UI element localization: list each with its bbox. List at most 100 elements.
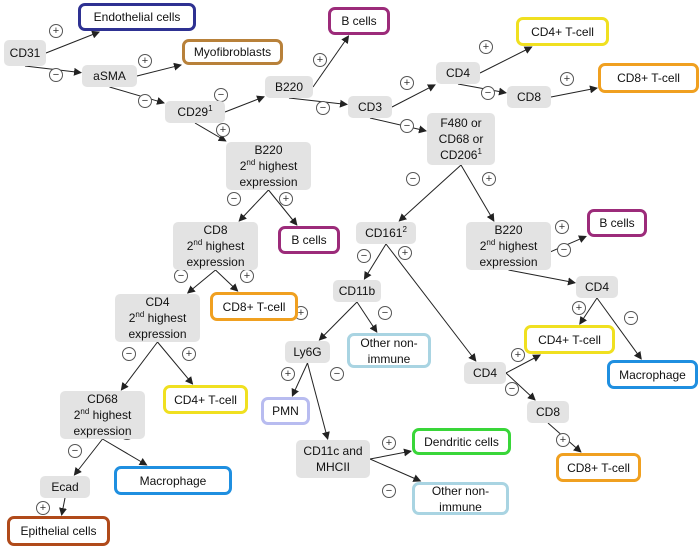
edge-ly6g-to-pmn — [291, 362, 308, 397]
node-label-line: expression — [239, 175, 298, 189]
marker-ly6g: Ly6G — [285, 341, 330, 363]
cell-type-epi: Epithelial cells — [7, 516, 110, 546]
marker-cd4a: CD4 — [436, 62, 480, 84]
node-label-line: B cells — [599, 216, 635, 230]
plus-sign-cd8c-to-cd8tcell3: + — [556, 433, 570, 447]
edge-f480-to-cd161 — [398, 164, 462, 222]
node-label-line: expression — [128, 327, 187, 341]
node-label-line: expression — [73, 424, 132, 438]
edge-cd11b-to-other1 — [356, 301, 378, 333]
node-label-line: 2nd highest — [186, 238, 245, 254]
node-label-line: B220 — [254, 143, 283, 157]
plus-sign-ecad-to-epi: + — [36, 501, 50, 515]
node-label-line: CD4 — [584, 280, 609, 294]
edge-cd4a-to-cd4tcell1 — [479, 46, 533, 74]
footnote-marker: 1 — [477, 147, 482, 156]
node-label-line: CD8+ T-cell — [222, 299, 286, 314]
plus-sign-cd4b-to-cd4tcell2: + — [182, 347, 196, 361]
minus-sign-b220a-to-cd3: − — [316, 101, 330, 115]
edge-b220b-to-cd8b — [238, 189, 269, 222]
marker-cd161: CD1612 — [356, 222, 416, 244]
node-label-line: CD4 — [145, 295, 170, 309]
node-label-line: CD11b — [338, 284, 376, 298]
edge-f480-to-b220c — [460, 164, 495, 222]
node-label-line: 2nd highest — [479, 238, 538, 254]
marker-cd4c: CD4 — [576, 276, 618, 298]
edge-asma-to-myofib — [136, 62, 182, 77]
node-label-line: F480 or — [440, 116, 482, 130]
node-label-line: CD8+ T-cell — [567, 460, 630, 475]
node-label-line: 2nd highest — [128, 310, 187, 326]
minus-sign-cd4b-to-cd68: − — [122, 347, 136, 361]
node-label-line: CD4+ T-cell — [531, 24, 594, 39]
edge-ecad-to-epi — [59, 497, 67, 516]
edge-cd4c-to-cd4tcell3 — [579, 297, 598, 325]
minus-sign-cd31-to-asma: − — [49, 68, 63, 82]
node-label-line: Other non- — [431, 483, 490, 498]
minus-sign-cd29-to-b220a: − — [214, 88, 228, 102]
footnote-marker: 1 — [208, 104, 213, 113]
node-label-line: Other non- — [360, 335, 418, 350]
plus-sign-f480-to-b220c: + — [482, 172, 496, 186]
node-label-line: 2nd highest — [73, 407, 132, 423]
edge-cd8b-to-cd8tcell2 — [215, 269, 239, 292]
node-label-line: MHCII — [316, 460, 350, 474]
minus-sign-asma-to-cd29: − — [138, 94, 152, 108]
node-label-line: B220 — [494, 223, 523, 237]
node-label-line: expression — [479, 255, 538, 269]
edge-cd29-to-b220b — [194, 122, 227, 142]
edge-cd11c-to-other2 — [369, 458, 422, 482]
marker-cd11b: CD11b — [333, 280, 381, 302]
edge-cd8b-to-cd4b — [186, 269, 216, 294]
plus-sign-cd3-to-cd4a: + — [400, 76, 414, 90]
edge-cd29-to-b220a — [224, 95, 265, 113]
cell-type-bcells1: B cells — [328, 7, 390, 35]
marker-cd8a: CD8 — [507, 86, 551, 108]
edge-cd4d-to-cd8c — [505, 372, 536, 401]
minus-sign-cd11b-to-other1: − — [378, 306, 392, 320]
cell-type-cd8tcell2: CD8+ T-cell — [210, 292, 298, 321]
node-label-line: CD8+ T-cell — [617, 71, 680, 85]
edge-cd3-to-f480 — [369, 117, 427, 134]
node-label-line: CD4 — [445, 66, 470, 80]
minus-sign-f480-to-cd161: − — [406, 172, 420, 186]
node-label-line: Dendritic cells — [424, 434, 499, 449]
minus-sign-cd68-to-ecad: − — [68, 444, 82, 458]
plus-sign-cd4d-to-cd4tcell3: + — [511, 348, 525, 362]
minus-sign-b220c-to-cd4c: − — [557, 243, 571, 257]
node-label-line: B220 — [274, 80, 304, 94]
cell-type-bcells3: B cells — [587, 209, 647, 237]
node-label-line: immune — [367, 351, 411, 366]
cell-type-cd4tcell2: CD4+ T-cell — [163, 385, 248, 414]
minus-sign-cd3-to-f480: − — [400, 119, 414, 133]
node-label-line: CD11c and — [303, 444, 363, 458]
node-label-line: expression — [186, 255, 245, 269]
plus-sign-cd4c-to-cd4tcell3: + — [572, 301, 586, 315]
minus-sign-cd161-to-cd11b: − — [357, 249, 371, 263]
edge-b220b-to-bcells2 — [268, 189, 298, 226]
plus-sign-ly6g-to-pmn: + — [281, 367, 295, 381]
edge-b220a-to-bcells1 — [312, 35, 350, 88]
plus-sign-cd161-to-cd4d: + — [398, 246, 412, 260]
marker-cd31: CD31 — [4, 40, 46, 66]
node-label-line: 2nd highest — [239, 158, 298, 174]
plus-sign-cd8b-to-cd8tcell2: + — [240, 269, 254, 283]
node-label-line: Myofibroblasts — [193, 45, 272, 59]
plus-sign-asma-to-myofib: + — [138, 54, 152, 68]
node-label-line: PMN — [272, 404, 299, 418]
edge-cd4b-to-cd68 — [120, 341, 158, 391]
node-label-line: CD8 — [203, 223, 228, 237]
plus-sign-cd31-to-endo: + — [49, 24, 63, 38]
edge-b220a-to-cd3 — [288, 97, 348, 108]
node-label-line: Endothelial cells — [93, 10, 181, 24]
plus-sign-b220b-to-bcells2: + — [279, 192, 293, 206]
node-label-line: CD68 — [87, 392, 118, 406]
edge-cd11c-to-dc — [369, 448, 412, 460]
node-label-line: Macrophage — [619, 367, 686, 382]
edge-cd3-to-cd4a — [391, 84, 436, 108]
